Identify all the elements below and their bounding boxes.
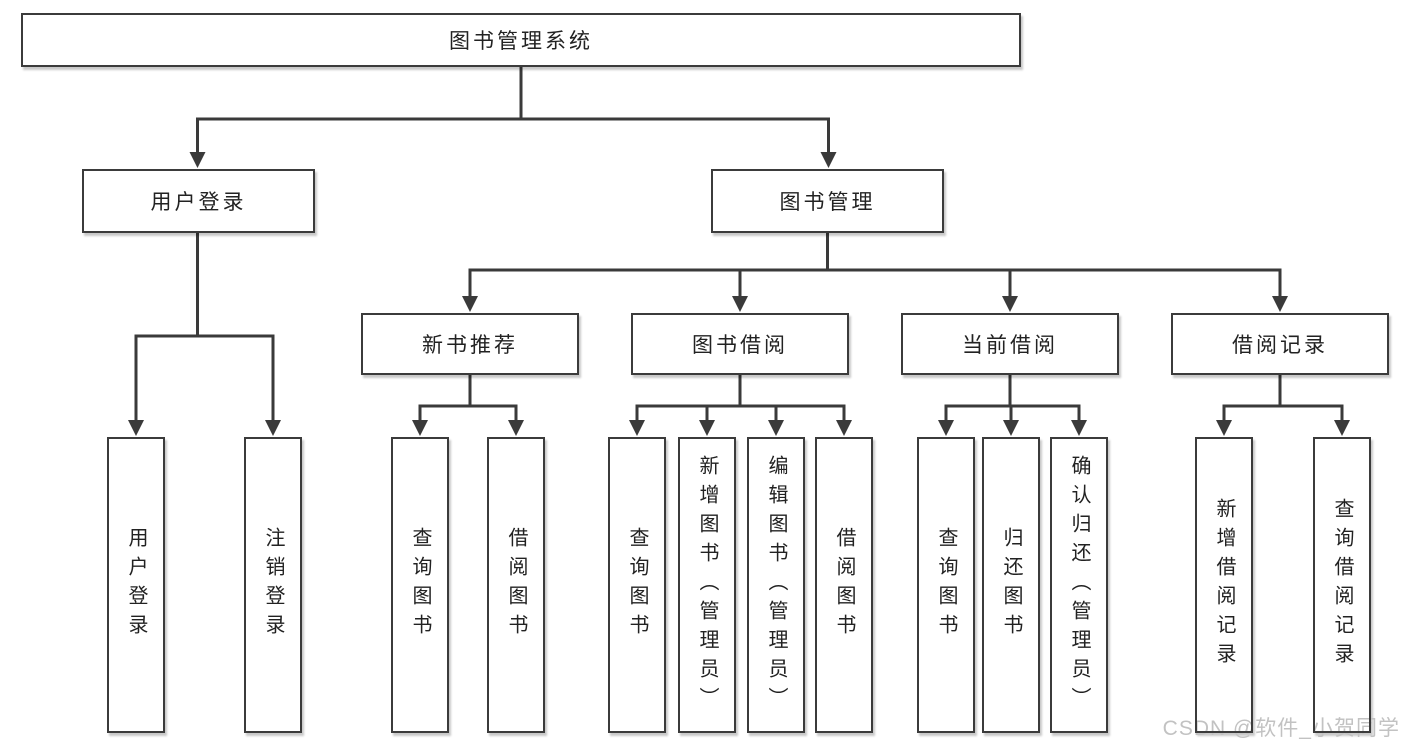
- leaf-label: 用户登录: [125, 527, 147, 643]
- leaf-label: 归还图书: [1000, 527, 1022, 643]
- leaf-label: 新增图书（管理员）: [696, 454, 718, 716]
- leaf-user-login: 用户登录: [107, 437, 165, 733]
- leaf-edit-books-admin: 编辑图书（管理员）: [747, 437, 805, 733]
- node-library-management-system: 图书管理系统: [21, 13, 1021, 67]
- leaf-label: 查询图书: [409, 527, 431, 643]
- leaf-label: 查询图书: [626, 527, 648, 643]
- node-label: 图书借阅: [692, 334, 788, 357]
- leaf-label: 确认归还（管理员）: [1068, 454, 1090, 716]
- node-book-borrowing: 图书借阅: [631, 313, 849, 375]
- node-label: 借阅记录: [1232, 334, 1328, 357]
- node-borrowing-records: 借阅记录: [1171, 313, 1389, 375]
- csdn-watermark: CSDN @软件_小贺同学: [1162, 717, 1400, 740]
- leaf-query-books: 查询图书: [391, 437, 449, 733]
- leaf-add-borrow-record: 新增借阅记录: [1195, 437, 1253, 733]
- node-label: 用户登录: [150, 191, 247, 214]
- leaf-label: 借阅图书: [833, 527, 855, 643]
- leaf-query-books: 查询图书: [917, 437, 975, 733]
- leaf-borrow-books: 借阅图书: [487, 437, 545, 733]
- leaf-confirm-return-admin: 确认归还（管理员）: [1050, 437, 1108, 733]
- leaf-return-books: 归还图书: [982, 437, 1040, 733]
- leaf-label: 借阅图书: [505, 527, 527, 643]
- leaf-label: 编辑图书（管理员）: [765, 454, 787, 716]
- node-label: 图书管理: [779, 191, 876, 214]
- leaf-add-books-admin: 新增图书（管理员）: [678, 437, 736, 733]
- leaf-label: 新增借阅记录: [1213, 498, 1235, 672]
- leaf-query-books: 查询图书: [608, 437, 666, 733]
- node-new-book-recommendation: 新书推荐: [361, 313, 579, 375]
- leaf-label: 查询图书: [935, 527, 957, 643]
- node-book-management: 图书管理: [711, 169, 944, 233]
- node-label: 图书管理系统: [449, 30, 593, 53]
- leaf-borrow-books: 借阅图书: [815, 437, 873, 733]
- node-label: 当前借阅: [962, 334, 1058, 357]
- node-user-login: 用户登录: [82, 169, 315, 233]
- node-current-borrowing: 当前借阅: [901, 313, 1119, 375]
- arrowheads: [128, 152, 1350, 436]
- leaf-logout-login: 注销登录: [244, 437, 302, 733]
- leaf-label: 查询借阅记录: [1331, 498, 1353, 672]
- leaf-label: 注销登录: [262, 527, 284, 643]
- leaf-query-borrow-record: 查询借阅记录: [1313, 437, 1371, 733]
- node-label: 新书推荐: [422, 334, 518, 357]
